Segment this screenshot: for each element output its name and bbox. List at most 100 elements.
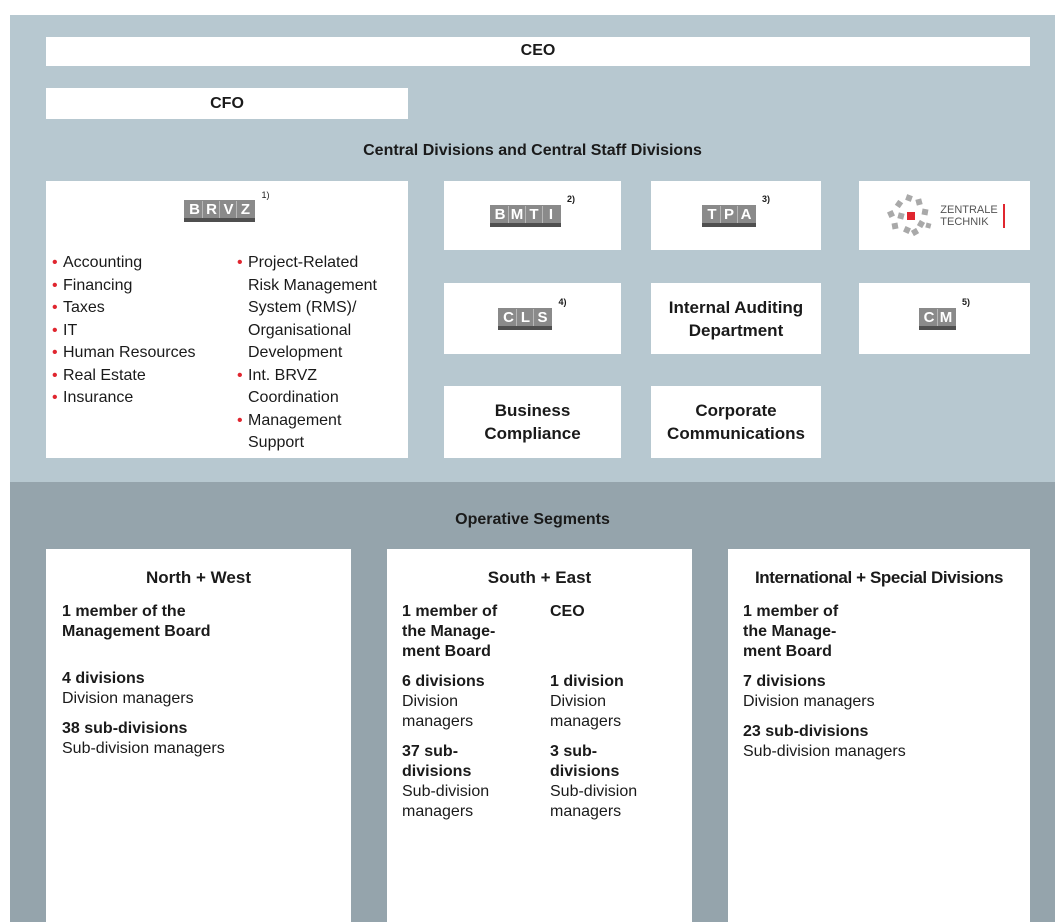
international-division-managers: Division managers [743,693,875,710]
cfo-label: CFO [210,95,244,112]
brvz-list-item-line: Project-Related [248,254,359,271]
south-east-right-subdivision-managers-line1: Sub-division [550,783,638,800]
cls-logo-letter: C [500,308,518,326]
international-details: 1 member of the Manage- ment Board 7 div… [743,602,906,762]
brvz-list-item: Real Estate [52,365,232,388]
zentrale-line1: ZENTRALE [940,203,998,216]
international-divisions: 7 divisions [743,673,826,690]
brvz-list-item: Financing [52,275,232,298]
segment-south-east: South + East 1 member of the Manage- men… [387,549,692,922]
brvz-list-item-line: System (RMS)/ [248,299,357,316]
tpa-logo-letter: A [740,205,752,223]
operative-segments-heading: Operative Segments [455,511,610,528]
segment-north-west: North + West 1 member of the Management … [46,549,351,922]
zentrale-technik-text: ZENTRALE TECHNIK [940,203,1005,228]
brvz-list-item-line: Support [248,434,305,451]
brvz-logo-letter: V [220,201,238,218]
internal-auditing-box: Internal Auditing Department [651,283,821,354]
north-west-board-line2: Management Board [62,623,211,640]
north-west-board: 1 member of the Management Board [62,602,225,642]
cls-logo-letter: L [517,308,535,326]
bmti-footnote: 2) [566,194,575,204]
south-east-left-subdivision-managers-line2: managers [402,803,474,820]
brvz-list-item: Human Resources [52,342,232,365]
brvz-footnote: 1) [261,190,270,200]
corporate-communications-line1: Corporate [695,401,777,420]
segment-international: International + Special Divisions 1 memb… [728,549,1030,922]
north-west-details: 1 member of the Management Board 4 divis… [62,602,225,759]
corporate-communications-box: Corporate Communications [651,386,821,458]
south-east-right-subdivisions-line2: divisions [550,763,620,780]
brvz-list-item: IT [52,320,232,343]
brvz-list-item: Taxes [52,297,232,320]
ceo-bar: CEO [46,37,1030,66]
cls-footnote: 4) [558,297,567,307]
south-east-left-board-line1: 1 member of [402,603,498,620]
brvz-list-item: Insurance [52,387,232,410]
north-west-subdivisions: 38 sub-divisions [62,720,188,737]
zentrale-line2: TECHNIK [940,215,989,228]
brvz-list-item-line: Organisational [248,321,352,339]
international-board-line3: ment Board [743,643,832,660]
north-west-subdivision-managers: Sub-division managers [62,740,225,757]
south-east-right-subdivisions-line1: 3 sub- [550,743,598,760]
brvz-left-list: AccountingFinancingTaxesITHuman Resource… [52,252,232,410]
international-board-line2: the Manage- [743,623,837,640]
south-east-right-details: CEO 1 division Division managers 3 sub- … [550,602,685,822]
bmti-logo-letter: I [548,205,554,223]
north-west-title: North + West [145,568,251,587]
cls-logo-letter: S [537,308,548,326]
internal-auditing-line1: Internal Auditing [668,297,804,317]
business-compliance-box: Business Compliance [444,386,621,458]
brvz-logo-letter: Z [240,201,251,218]
bmti-logo-letter: B [492,205,509,223]
south-east-left-subdivisions-line1: 37 sub- [402,743,459,760]
south-east-left-division-managers-line2: managers [402,713,474,730]
brvz-list-item-line: Development [248,344,343,361]
international-board: 1 member of the Manage- ment Board [743,602,906,662]
bmti-logo-letter: M [509,205,526,223]
brvz-list-item-line: Int. BRVZ [248,366,318,384]
tpa-logo-letter: T [704,205,721,223]
south-east-left-board-line3: ment Board [402,643,491,660]
zentrale-technik-box: ZENTRALE TECHNIK [859,181,1030,250]
cm-footnote: 5) [961,297,970,307]
ceo-label: CEO [520,42,556,59]
tpa-logo-letter: P [721,205,738,223]
south-east-right-division-managers-line2: managers [550,713,622,730]
cm-logo-letter: M [939,308,953,326]
central-divisions-heading: Central Divisions and Central Staff Divi… [363,142,702,159]
south-east-right-division-managers-line1: Division [550,693,607,710]
south-east-right-divisions: 1 division [550,673,624,690]
cfo-bar: CFO [46,88,408,119]
south-east-right-board: CEO [550,603,585,620]
south-east-left-divisions: 6 divisions [402,673,485,690]
brvz-list-item-line: Management [248,411,342,429]
international-subdivisions: 23 sub-divisions [743,723,869,740]
cm-logo-letter: C [921,308,938,326]
internal-auditing-line2: Department [688,320,784,340]
north-west-board-line1: 1 member of the [62,603,186,620]
tpa-footnote: 3) [761,194,770,204]
north-west-divisions: 4 divisions [62,670,145,687]
south-east-left-details: 1 member of the Manage- ment Board 6 div… [402,602,542,822]
brvz-logo-letter: R [203,201,221,218]
south-east-left-division-managers-line1: Division [402,693,459,710]
north-west-division-managers: Division managers [62,690,194,707]
